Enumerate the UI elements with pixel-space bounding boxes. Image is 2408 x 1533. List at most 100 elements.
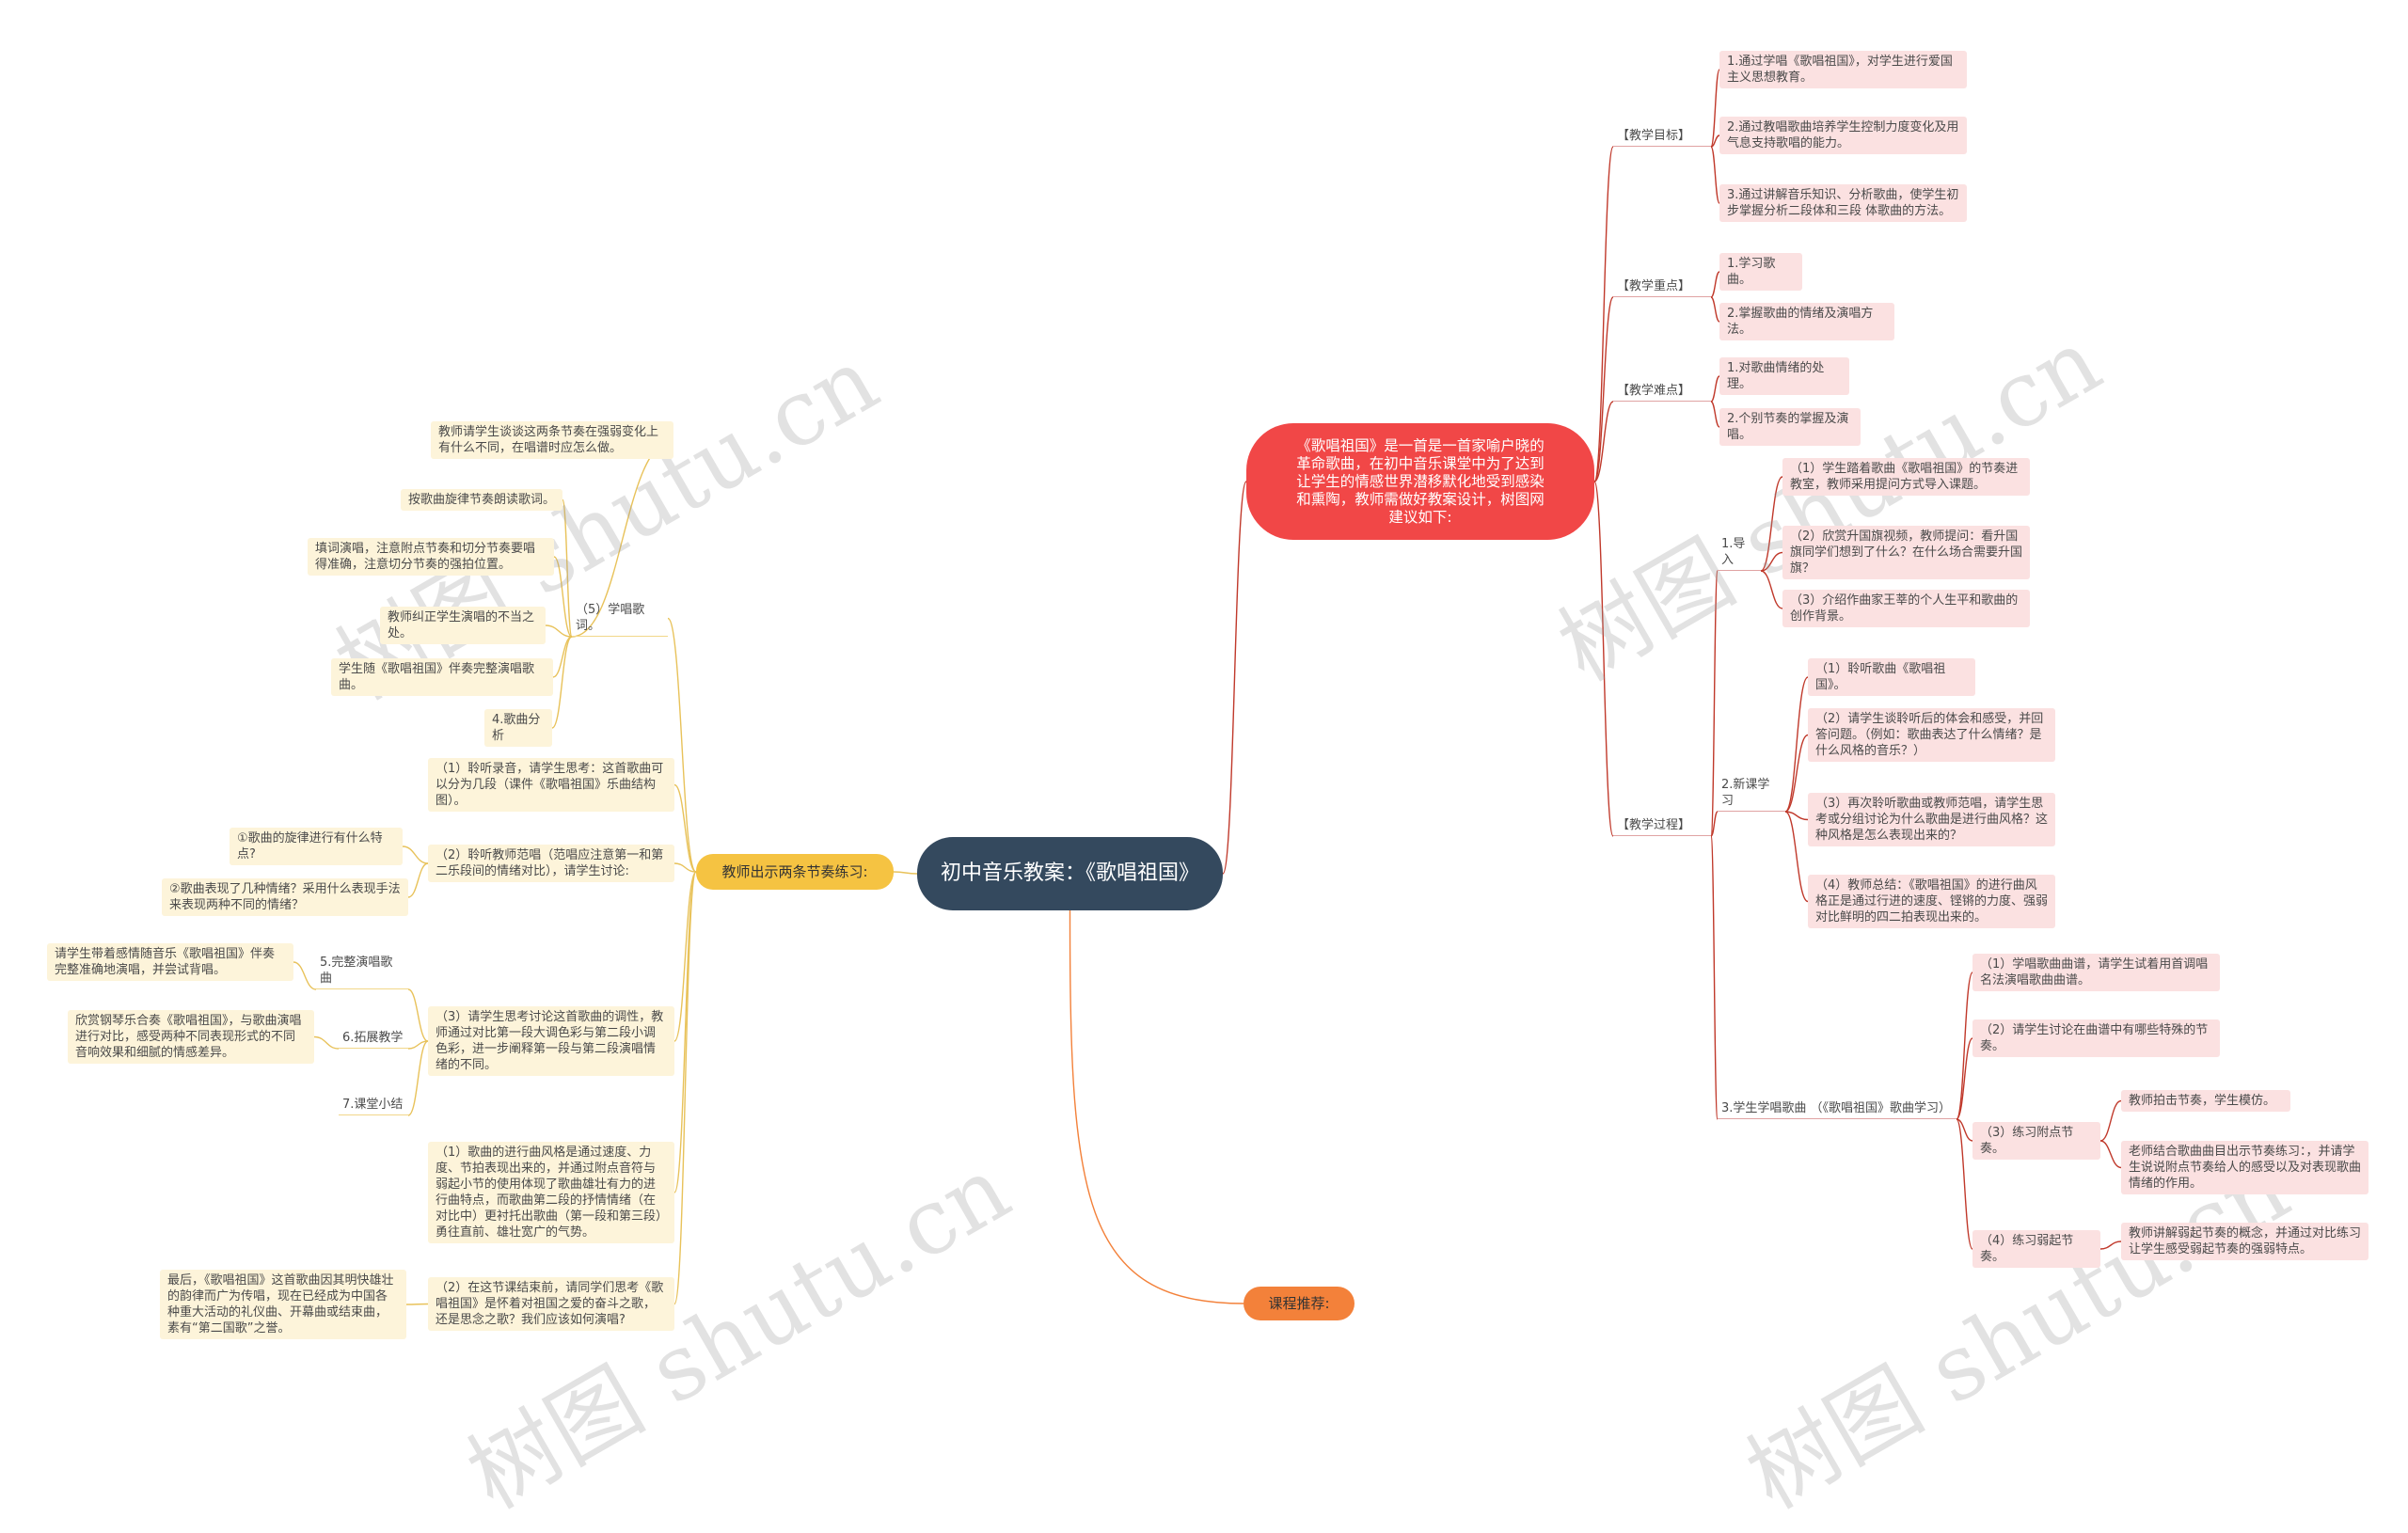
connector-line — [1784, 811, 1809, 821]
main-branch-recommend[interactable]: 课程推荐: — [1244, 1287, 1354, 1320]
focus-item-1[interactable]: 1.学习歌曲。 — [1719, 253, 1802, 291]
learn-item-1[interactable]: （1）学唱歌曲曲谱，请学生试着用首调唱名法演唱歌曲曲谱。 — [1972, 954, 2220, 991]
connector-line — [1956, 1037, 1973, 1120]
difficulty-item-2[interactable]: 2.个别节奏的掌握及演唱。 — [1719, 408, 1861, 446]
connector-line — [1069, 909, 1244, 1304]
connector-line — [553, 556, 573, 638]
connector-line — [1784, 734, 1809, 813]
analysis-item-1[interactable]: （1）聆听录音，请学生思考：这首歌曲可以分为几段（课件《歌唱祖国》乐曲结构图）。 — [428, 758, 674, 812]
connector-line — [545, 624, 573, 638]
analysis-item-2-sub-1[interactable]: ①歌曲的旋律进行有什么特点? — [230, 828, 403, 865]
connector-line — [1956, 1118, 1973, 1250]
style-item-1[interactable]: （1）歌曲的进行曲风格是通过速度、力度、节拍表现出来的，并通过附点音符与弱起小节… — [428, 1142, 674, 1243]
connector-line — [673, 871, 697, 1193]
connector-line — [2099, 1241, 2122, 1250]
main-branch-rhythm[interactable]: 教师出示两条节奏练习: — [696, 854, 894, 890]
connector-line — [562, 498, 573, 638]
connector-line — [1760, 570, 1783, 609]
goal-item-1[interactable]: 1.通过学唱《歌唱祖国》，对学生进行爱国主义思想教育。 — [1719, 51, 1967, 88]
style-item-2[interactable]: （2）在这节课结束前，请同学们思考《歌唱祖国》是怀着对祖国之爱的奋斗之歌，还是思… — [428, 1277, 674, 1331]
extension-detail[interactable]: 欣赏钢琴乐合奏《歌唱祖国》，与歌曲演唱进行对比，感受两种不同表现形式的不同音响效… — [68, 1010, 314, 1064]
learn-item-2[interactable]: （2）请学生讨论在曲谱中有哪些特殊的节奏。 — [1972, 1019, 2220, 1057]
learn-item-4[interactable]: （4）练习弱起节奏。 — [1972, 1230, 2100, 1268]
new-item-1[interactable]: （1）聆听歌曲《歌唱祖国》。 — [1808, 658, 1975, 696]
connector-line — [1710, 401, 1720, 428]
label-teaching-focus[interactable]: 【教学重点】 — [1613, 277, 1711, 297]
connector-line — [293, 961, 317, 990]
connector-line — [1710, 835, 1719, 1120]
label-new-lesson[interactable]: 2.新课学习 — [1718, 775, 1785, 812]
connector-line — [1956, 1118, 1973, 1142]
goal-item-2[interactable]: 2.通过教唱歌曲培养学生控制力度变化及用气息支持歌唱的能力。 — [1719, 117, 1967, 154]
new-item-3[interactable]: （3）再次聆听歌曲或教师范唱，请学生思考或分组讨论为什么歌曲是进行曲风格？这种风… — [1808, 793, 2055, 846]
connector-line — [1222, 481, 1247, 875]
connector-line — [1956, 972, 1973, 1120]
label-teaching-goal[interactable]: 【教学目标】 — [1613, 126, 1711, 147]
connector-line — [1710, 69, 1720, 148]
connector-line — [1710, 296, 1720, 323]
connector-line — [1760, 476, 1783, 572]
connector-line — [673, 871, 697, 1305]
connector-line — [1593, 481, 1614, 837]
sing-item-6[interactable]: 4.歌曲分析 — [484, 709, 552, 747]
label-intro[interactable]: 1.导入 — [1718, 534, 1761, 571]
connector-line — [551, 636, 573, 729]
full-singing-detail[interactable]: 请学生带着感情随音乐《歌唱祖国》伴奏完整准确地演唱，并尝试背唱。 — [47, 943, 293, 981]
sing-item-2[interactable]: 按歌曲旋律节奏朗读歌词。 — [401, 489, 562, 511]
connector-line — [1710, 811, 1719, 837]
connector-line — [1593, 296, 1614, 482]
connector-line — [1710, 134, 1720, 148]
learn-item-3-sub-1[interactable]: 教师拍击节奏，学生模仿。 — [2121, 1090, 2290, 1112]
new-item-2[interactable]: （2）请学生谈聆听后的体会和感受，并回答问题。（例如：歌曲表达了什么情绪？是什么… — [1808, 708, 2055, 762]
learn-item-3[interactable]: （3）练习附点节奏。 — [1972, 1122, 2100, 1160]
connector-line — [1710, 146, 1720, 204]
sing-item-5[interactable]: 学生随《歌唱祖国》伴奏完整演唱歌曲。 — [331, 658, 553, 696]
connector-line — [1710, 375, 1720, 403]
sing-item-1[interactable]: 教师请学生谈谈这两条节奏在强弱变化上有什么不同，在唱谱时应怎么做。 — [431, 421, 673, 459]
intro-item-3[interactable]: （3）介绍作曲家王莘的个人生平和歌曲的创作背景。 — [1782, 590, 2030, 627]
goal-item-3[interactable]: 3.通过讲解音乐知识、分析歌曲，使学生初步掌握分析二段体和三段 体歌曲的方法。 — [1719, 184, 1967, 222]
label-summary[interactable]: 7.课堂小结 — [339, 1095, 408, 1115]
connector-line — [673, 871, 697, 1042]
style-item-2-sub[interactable]: 最后，《歌唱祖国》这首歌曲因其明快雄壮的韵律而广为传唱，现在已经成为中国各种重大… — [160, 1270, 406, 1339]
connector-line — [1760, 551, 1783, 572]
connector-line — [407, 1040, 429, 1050]
connector-line — [1710, 271, 1720, 298]
main-branch-intro[interactable]: 《歌唱祖国》是一首是一首家喻户晓的革命歌曲，在初中音乐课堂中为了达到让学生的情感… — [1246, 423, 1594, 540]
analysis-item-3[interactable]: （3）请学生思考讨论这首歌曲的调性，教师通过对比第一段大调色彩与第二段小调色彩，… — [428, 1006, 674, 1076]
analysis-item-2[interactable]: （2）聆听教师范唱（范唱应注意第一和第二乐段间的情绪对比），请学生讨论: — [428, 845, 674, 882]
sing-item-3[interactable]: 填词演唱，注意附点节奏和切分节奏要唱得准确，注意切分节奏的强拍位置。 — [308, 538, 554, 576]
intro-item-1[interactable]: （1）学生踏着歌曲《歌唱祖国》的节奏进教室，教师采用提问方式导入课题。 — [1782, 458, 2030, 496]
label-teaching-difficulty[interactable]: 【教学难点】 — [1613, 381, 1711, 402]
connector-line — [1784, 676, 1809, 813]
label-learn-song[interactable]: 3.学生学唱歌曲 （《歌唱祖国》歌曲学习） — [1718, 1098, 1956, 1119]
sing-item-4[interactable]: 教师纠正学生演唱的不当之处。 — [380, 607, 546, 644]
connector-line — [402, 846, 429, 864]
connector-line — [2099, 1099, 2122, 1142]
difficulty-item-1[interactable]: 1.对歌曲情绪的处理。 — [1719, 357, 1849, 395]
label-sing-lyrics[interactable]: （5）学唱歌词。 — [572, 600, 668, 637]
connector-line — [552, 636, 573, 678]
focus-item-2[interactable]: 2.掌握歌曲的情绪及演唱方法。 — [1719, 303, 1894, 340]
connector-line — [673, 862, 697, 873]
analysis-item-2-sub-2[interactable]: ②歌曲表现了几种情绪？采用什么表现手法来表现两种不同的情绪？ — [162, 878, 408, 916]
connector-line — [893, 871, 918, 875]
connector-line — [667, 617, 697, 873]
connector-line — [1593, 146, 1614, 482]
learn-item-3-sub-2[interactable]: 老师结合歌曲曲目出示节奏练习：，并请学生说说附点节奏给人的感受以及对表现歌曲情绪… — [2121, 1141, 2368, 1194]
label-teaching-process[interactable]: 【教学过程】 — [1613, 815, 1711, 836]
center-topic[interactable]: 初中音乐教案：《歌唱祖国》 — [917, 837, 1223, 910]
intro-item-2[interactable]: （2）欣赏升国旗视频，教师提问：看升国旗同学们想到了什么？在什么场合需要升国旗？ — [1782, 526, 2030, 579]
label-full-singing[interactable]: 5.完整演唱歌曲 — [316, 953, 408, 989]
label-extension[interactable]: 6.拓展教学 — [339, 1028, 408, 1049]
connector-line — [407, 1040, 429, 1116]
connector-line — [1710, 570, 1719, 837]
connector-line — [313, 1035, 340, 1050]
connector-line — [1784, 811, 1809, 903]
connector-line — [1593, 401, 1614, 482]
connector-line — [405, 1303, 429, 1305]
learn-item-4-sub[interactable]: 教师讲解弱起节奏的概念，并通过对比练习让学生感受弱起节奏的强弱特点。 — [2121, 1223, 2368, 1260]
connector-line — [407, 988, 429, 1042]
connector-line — [407, 862, 429, 898]
new-item-4[interactable]: （4）教师总结：《歌唱祖国》的进行曲风格正是通过行进的速度、铿锵的力度、强弱对比… — [1808, 875, 2055, 928]
